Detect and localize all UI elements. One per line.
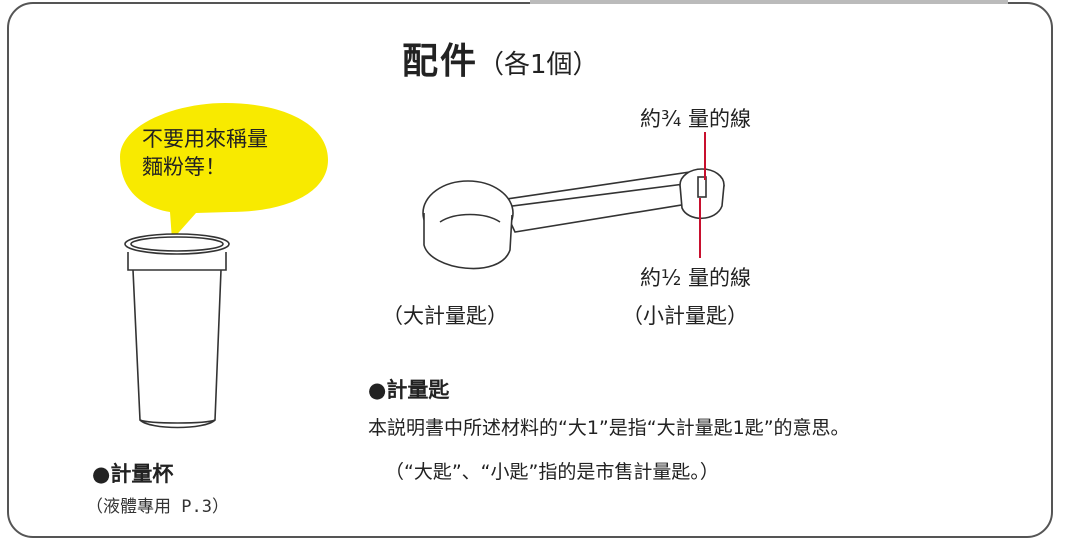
measuring-spoon-illustration <box>422 168 725 270</box>
title-sub: （各1個） <box>478 50 599 80</box>
three-quarter-line-label: 約¾ 量的線 <box>640 107 752 131</box>
spoon-description: 本説明書中所述材料的“大1”是指“大計量匙1匙”的意思。 <box>368 417 850 439</box>
large-spoon-label: （大計量匙） <box>382 304 508 328</box>
speech-bubble <box>120 103 328 240</box>
measuring-cup-illustration <box>124 233 230 429</box>
cup-heading: ●計量杯 <box>92 462 174 486</box>
cup-note: （液體專用 P.3） <box>86 497 229 517</box>
bubble-line-1: 不要用來稱量 <box>142 127 268 151</box>
top-divider <box>530 0 1008 4</box>
title-main: 配件 <box>402 41 479 82</box>
spoon-heading: ●計量匙 <box>368 378 450 402</box>
marker-lines <box>699 132 706 258</box>
warning-bubble-text: 不要用來稱量 麵粉等！ <box>142 125 312 181</box>
small-spoon-label: （小計量匙） <box>622 304 748 328</box>
half-line-label: 約½ 量的線 <box>640 266 752 290</box>
bubble-line-2: 麵粉等！ <box>142 155 226 179</box>
page-title: 配件（各1個） <box>402 32 599 84</box>
spoon-note: （“大匙”、“小匙”指的是市售計量匙。） <box>385 461 719 483</box>
